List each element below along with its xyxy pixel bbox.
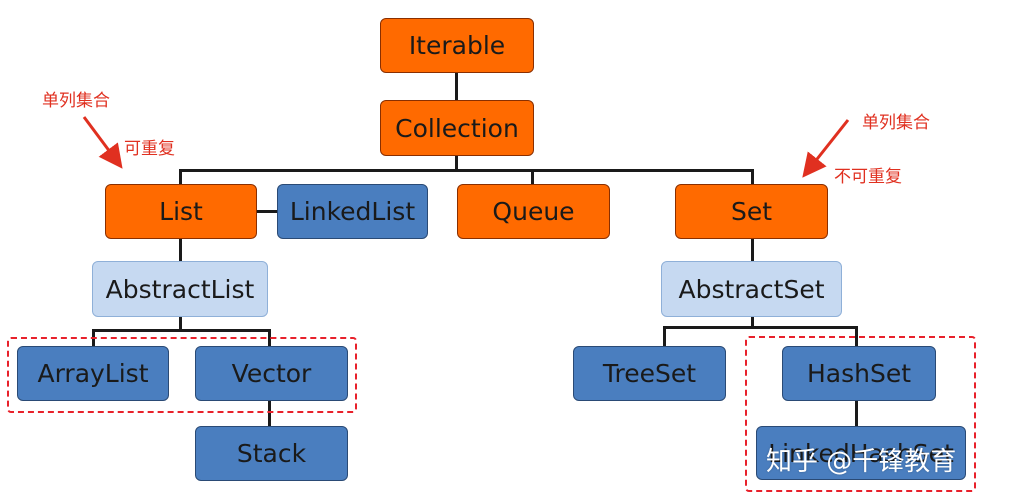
node-collection: Collection bbox=[380, 100, 534, 156]
connector-vector-stack bbox=[268, 400, 271, 426]
connector-list-abstractlist bbox=[179, 237, 182, 261]
connector-abstractlist-down bbox=[179, 316, 182, 331]
connector-to-list bbox=[179, 169, 182, 185]
node-abstractlist: AbstractList bbox=[92, 261, 268, 317]
node-stack: Stack bbox=[195, 426, 348, 481]
node-hashset: HashSet bbox=[782, 346, 936, 401]
connector-hashset-linkedhashset bbox=[855, 400, 858, 426]
connector-abstractset-down bbox=[751, 316, 754, 328]
connector-iterable-collection bbox=[455, 72, 458, 100]
connector-list-linkedlist bbox=[256, 210, 278, 213]
node-abstractset: AbstractSet bbox=[661, 261, 842, 317]
right-annotation-arrow bbox=[802, 119, 850, 178]
node-treeset: TreeSet bbox=[573, 346, 726, 401]
watermark: 知乎 @千锋教育 bbox=[766, 447, 957, 477]
node-queue: Queue bbox=[457, 184, 610, 239]
node-iterable: Iterable bbox=[380, 18, 534, 73]
highlight-box-set-impl bbox=[745, 336, 976, 492]
connector-to-queue bbox=[531, 169, 534, 185]
connector-level2-horizontal bbox=[179, 169, 754, 172]
left-annotation-arrow bbox=[82, 116, 123, 169]
node-linkedlist: LinkedList bbox=[277, 184, 428, 239]
annotation-left-top: 单列集合 bbox=[42, 91, 110, 111]
connector-to-set bbox=[751, 169, 754, 185]
connector-collection-down bbox=[455, 155, 458, 171]
connector-to-treeset bbox=[663, 326, 666, 346]
node-set: Set bbox=[675, 184, 828, 239]
connector-abstractlist-horizontal bbox=[92, 329, 270, 332]
node-linkedhashset: LinkedHashSet bbox=[756, 426, 966, 480]
node-vector: Vector bbox=[195, 346, 348, 401]
node-arraylist: ArrayList bbox=[17, 346, 169, 401]
connector-abstractset-horizontal bbox=[663, 326, 857, 329]
annotation-right-bottom: 不可重复 bbox=[834, 167, 902, 187]
node-list: List bbox=[105, 184, 257, 239]
highlight-box-list-impl bbox=[7, 337, 357, 413]
connector-set-abstractset bbox=[751, 237, 754, 261]
annotation-right-top: 单列集合 bbox=[862, 113, 930, 133]
annotation-left-bottom: 可重复 bbox=[124, 139, 175, 159]
